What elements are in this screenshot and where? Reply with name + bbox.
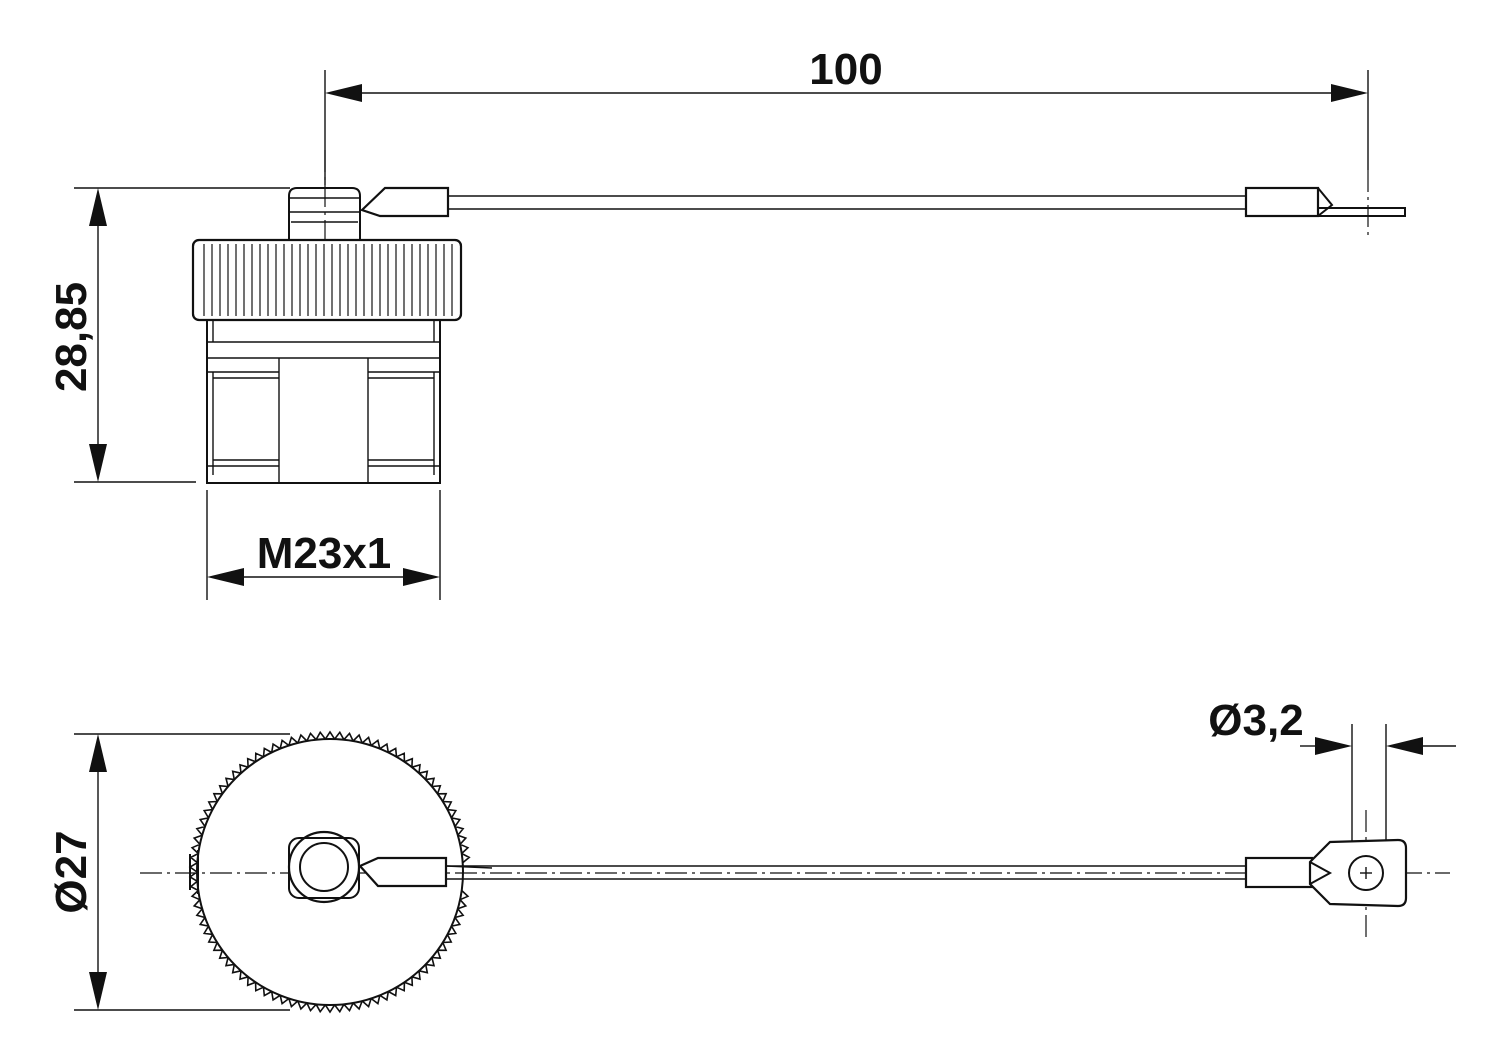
cap-top (188, 730, 493, 1014)
dimension-height-label: 28,85 (47, 282, 96, 392)
knurl-teeth (188, 730, 471, 1014)
dimension-length: 100 (324, 45, 1369, 240)
dimension-diameter-label: Ø27 (47, 830, 96, 913)
dimension-height: 28,85 (47, 187, 290, 483)
dimension-thread-label: M23x1 (257, 529, 392, 578)
dimension-hole-label: Ø3,2 (1208, 696, 1303, 745)
strap-side (359, 186, 1406, 218)
top-view: Ø27 Ø3,2 (47, 696, 1456, 1014)
cap-side-body (191, 187, 463, 484)
strap-top (446, 838, 1408, 908)
dimension-thread: M23x1 (206, 490, 441, 600)
dimension-diameter: Ø27 (47, 733, 290, 1011)
side-view: 100 28,85 M23x1 (47, 45, 1406, 600)
dimension-length-label: 100 (809, 45, 882, 94)
